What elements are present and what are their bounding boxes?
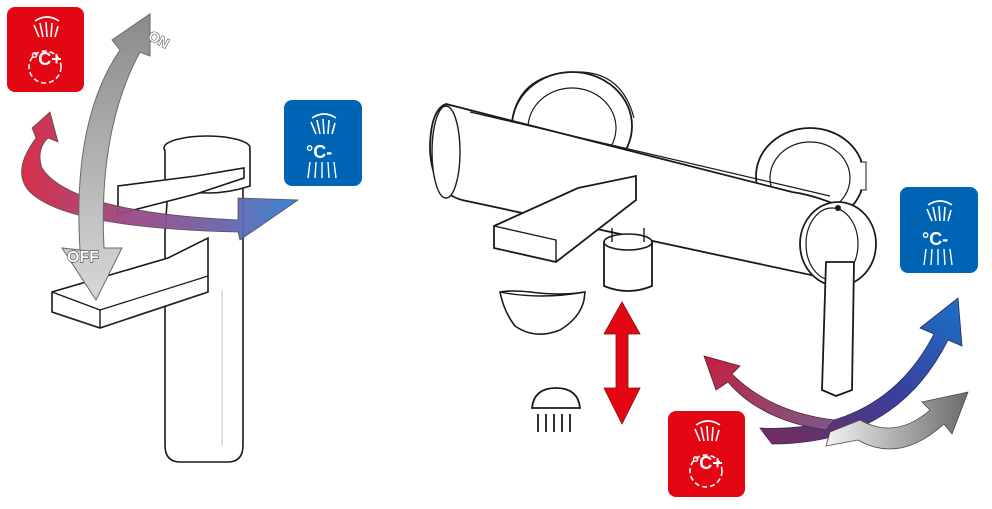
bath-hot-badge: °C+ [668,411,745,497]
svg-text:°C+: °C+ [31,49,62,69]
bath-cold-badge: °C- [900,187,978,273]
bathtub-icon [499,290,586,335]
bath-mixer: °C- °C+ [429,71,978,497]
cold-water-icon [307,161,337,179]
temperature-rotation-arrow [21,111,300,241]
bath-spout [493,174,637,263]
hot-swing-arrow [703,355,835,431]
diverter-arrow [603,301,641,425]
basin-mixer: ON OFF °C+ °C- [7,7,362,463]
off-label: OFF [67,249,99,266]
cold-badge: °C- [284,100,362,186]
basin-mixer-spout [51,236,209,329]
svg-text:°C+: °C+ [692,453,723,473]
basin-mixer-body [164,157,244,463]
on-off-arrow [61,13,151,302]
svg-text:°C-: °C- [922,229,948,249]
diverter [603,228,653,292]
shower-head-icon [531,387,581,432]
svg-text:°C-: °C- [306,142,332,162]
hot-badge: °C+ [7,7,84,92]
off-swing-arrow [825,391,969,450]
temperature-lever [821,261,855,397]
hot-water-icon [28,50,62,84]
